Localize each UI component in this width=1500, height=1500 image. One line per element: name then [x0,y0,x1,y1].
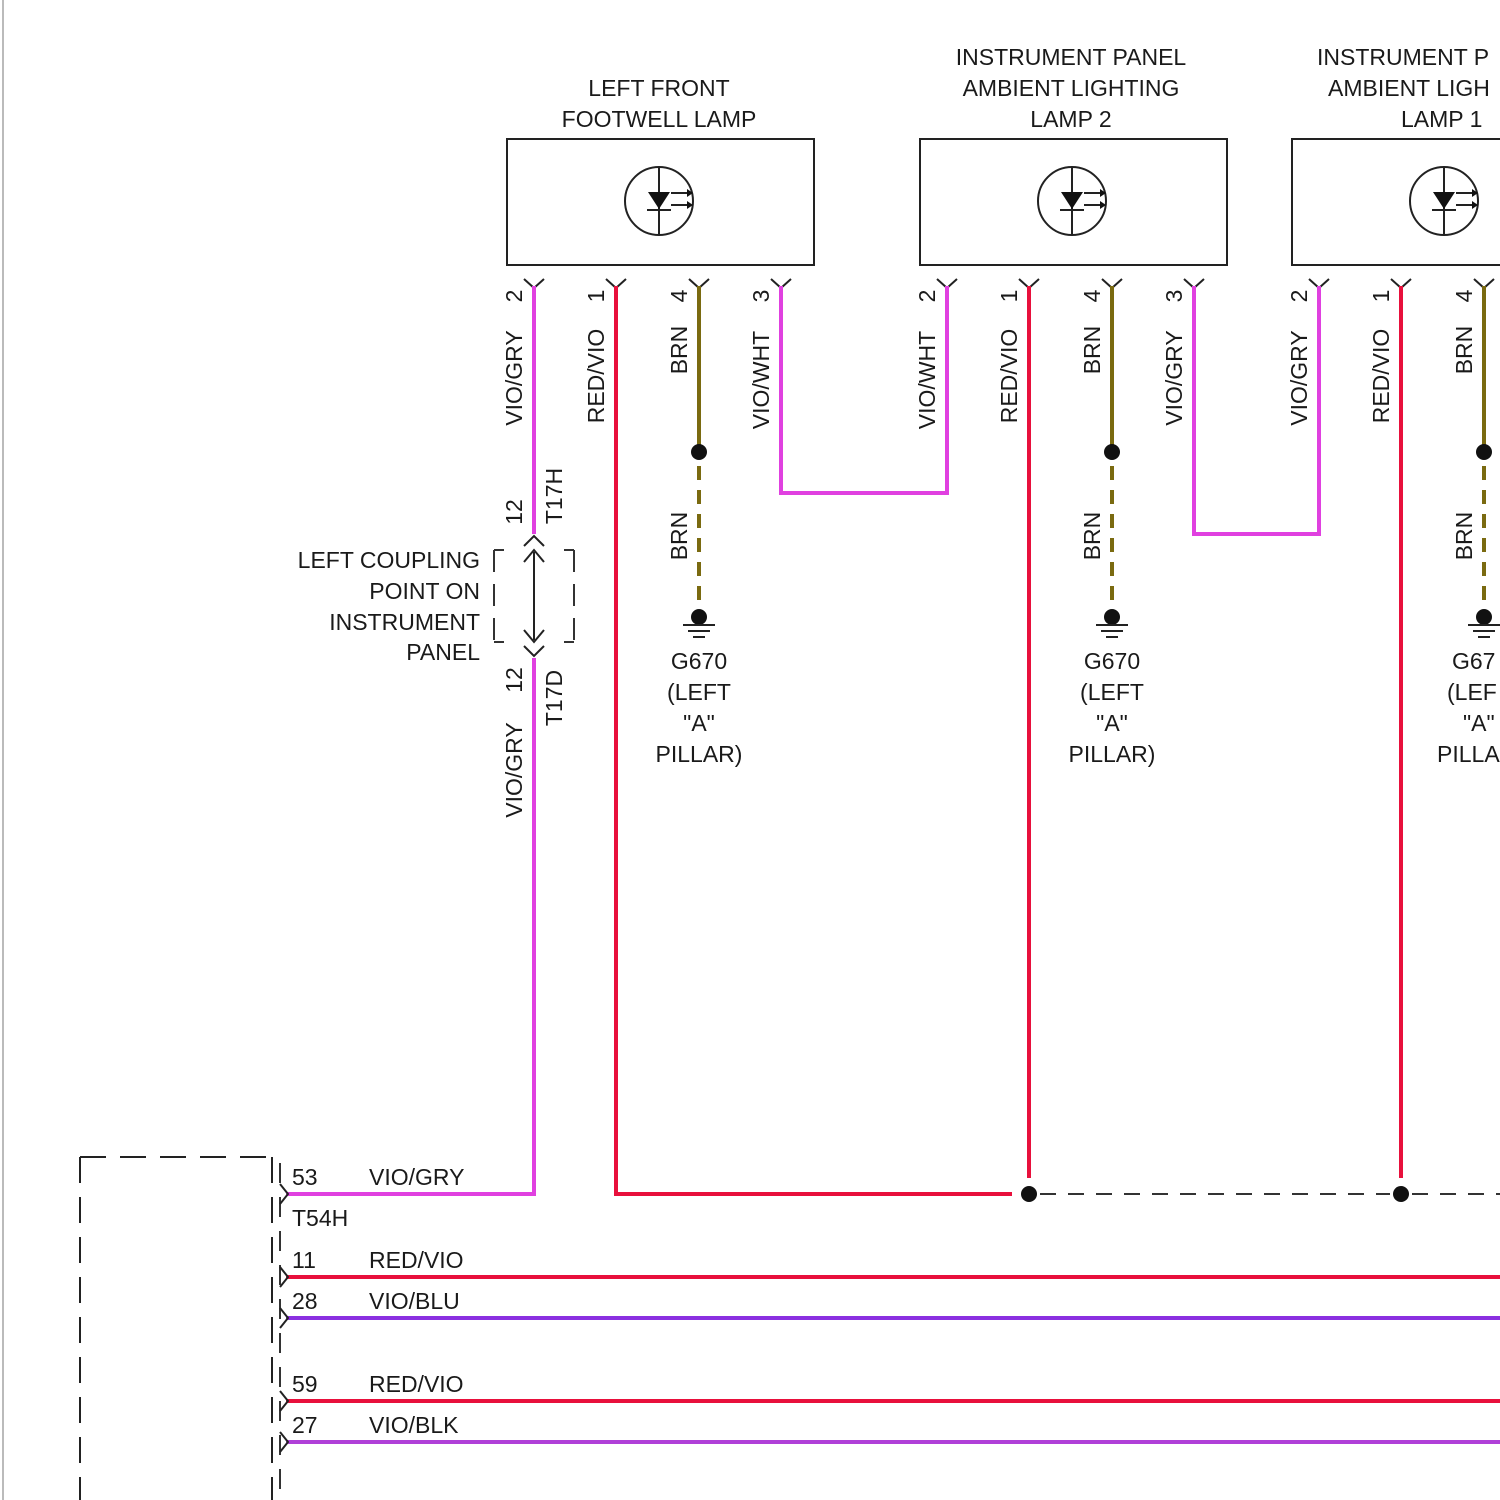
svg-text:11: 11 [292,1247,316,1273]
control-module: 53 VIO/GRY T54H 11 RED/VIO 28 VIO/BLU 59… [80,1157,464,1500]
svg-text:2: 2 [501,290,527,303]
svg-text:VIO/WHT: VIO/WHT [748,331,774,429]
svg-text:RED/VIO: RED/VIO [1368,329,1394,424]
svg-text:RED/VIO: RED/VIO [996,329,1022,424]
svg-text:AMBIENT LIGHTING: AMBIENT LIGHTING [963,75,1180,101]
ground-icon [683,609,715,637]
svg-text:LEFT COUPLING: LEFT COUPLING [298,547,480,573]
svg-text:(LEF: (LEF [1447,679,1497,705]
lf-footwell-lamp [507,139,814,265]
svg-text:LAMP 1: LAMP 1 [1401,106,1482,132]
ground-label-g670: G67 (LEF "A" PILLA [1437,648,1500,767]
svg-text:T17H: T17H [541,468,567,524]
svg-text:INSTRUMENT: INSTRUMENT [329,609,480,635]
svg-text:53: 53 [292,1164,318,1190]
svg-text:3: 3 [1161,290,1187,303]
svg-text:G67: G67 [1452,648,1495,674]
svg-text:BRN: BRN [666,512,692,561]
svg-text:BRN: BRN [1079,512,1105,561]
brn-splice-dot [1104,444,1120,460]
svg-text:3: 3 [748,290,774,303]
ip2-lamp-title: INSTRUMENT PANEL AMBIENT LIGHTING LAMP 2 [956,44,1187,132]
svg-text:BRN: BRN [1451,512,1477,561]
svg-text:INSTRUMENT P: INSTRUMENT P [1317,44,1489,70]
ground-label-g670: G670 (LEFT "A" PILLAR) [1069,648,1156,767]
svg-text:1: 1 [996,290,1022,303]
svg-text:(LEFT: (LEFT [1080,679,1144,705]
svg-text:RED/VIO: RED/VIO [369,1247,464,1273]
svg-text:PILLAR): PILLAR) [656,741,743,767]
splice-dot [1393,1186,1409,1202]
ground-label-g670: G670 (LEFT "A" PILLAR) [656,648,743,767]
svg-text:AMBIENT LIGH: AMBIENT LIGH [1328,75,1490,101]
svg-text:VIO/GRY: VIO/GRY [1161,330,1187,425]
svg-text:VIO/GRY: VIO/GRY [501,330,527,425]
svg-text:27: 27 [292,1412,318,1438]
svg-text:2: 2 [914,290,940,303]
svg-text:28: 28 [292,1288,318,1314]
ip-ambient-lamp-1 [1292,139,1500,265]
svg-text:VIO/BLK: VIO/BLK [369,1412,459,1438]
svg-text:"A": "A" [1463,710,1495,736]
ground-icon [1096,609,1128,637]
svg-text:12: 12 [501,667,527,693]
brn-splice-dot [691,444,707,460]
ip1-lamp-title: INSTRUMENT P AMBIENT LIGH LAMP 1 [1317,44,1490,132]
brn-splice-dot [1476,444,1492,460]
terminal-marks [524,279,1494,288]
splice-dot [1021,1186,1037,1202]
svg-text:BRN: BRN [1451,326,1477,375]
svg-text:LEFT FRONT: LEFT FRONT [588,75,729,101]
wire-coupling-to-module-vio-gry [288,660,534,1194]
svg-text:"A": "A" [1096,710,1128,736]
svg-text:VIO/GRY: VIO/GRY [1286,330,1312,425]
svg-text:12: 12 [501,499,527,525]
ip-ambient-lamp-2 [920,139,1227,265]
svg-text:VIO/GRY: VIO/GRY [501,722,527,817]
svg-text:2: 2 [1286,290,1312,303]
svg-text:1: 1 [1368,290,1394,303]
svg-text:(LEFT: (LEFT [667,679,731,705]
wire-color-labels: VIO/GRY RED/VIO BRN VIO/WHT VIO/WHT RED/… [501,326,1477,561]
svg-text:PILLA: PILLA [1437,741,1500,767]
svg-text:VIO/WHT: VIO/WHT [914,331,940,429]
svg-text:BRN: BRN [1079,326,1105,375]
svg-text:VIO/GRY: VIO/GRY [369,1164,464,1190]
svg-text:1: 1 [583,290,609,303]
svg-text:PILLAR): PILLAR) [1069,741,1156,767]
svg-text:T54H: T54H [292,1205,348,1231]
lf-lamp-title: LEFT FRONT FOOTWELL LAMP [562,75,757,132]
svg-text:4: 4 [1451,289,1477,302]
svg-text:BRN: BRN [666,326,692,375]
ground-icon [1468,609,1500,637]
svg-text:4: 4 [1079,289,1105,302]
svg-text:59: 59 [292,1371,318,1397]
svg-text:G670: G670 [1084,648,1140,674]
svg-text:"A": "A" [683,710,715,736]
svg-text:T17D: T17D [541,670,567,726]
svg-text:RED/VIO: RED/VIO [369,1371,464,1397]
svg-text:VIO/BLU: VIO/BLU [369,1288,460,1314]
svg-text:RED/VIO: RED/VIO [583,329,609,424]
pin-labels: 2 1 4 3 2 1 4 3 2 1 4 [501,289,1477,302]
svg-text:G670: G670 [671,648,727,674]
svg-text:POINT ON: POINT ON [369,578,480,604]
svg-text:4: 4 [666,289,692,302]
svg-text:FOOTWELL LAMP: FOOTWELL LAMP [562,106,757,132]
svg-text:INSTRUMENT PANEL: INSTRUMENT PANEL [956,44,1187,70]
svg-text:LAMP 2: LAMP 2 [1030,106,1111,132]
svg-text:PANEL: PANEL [406,639,480,665]
